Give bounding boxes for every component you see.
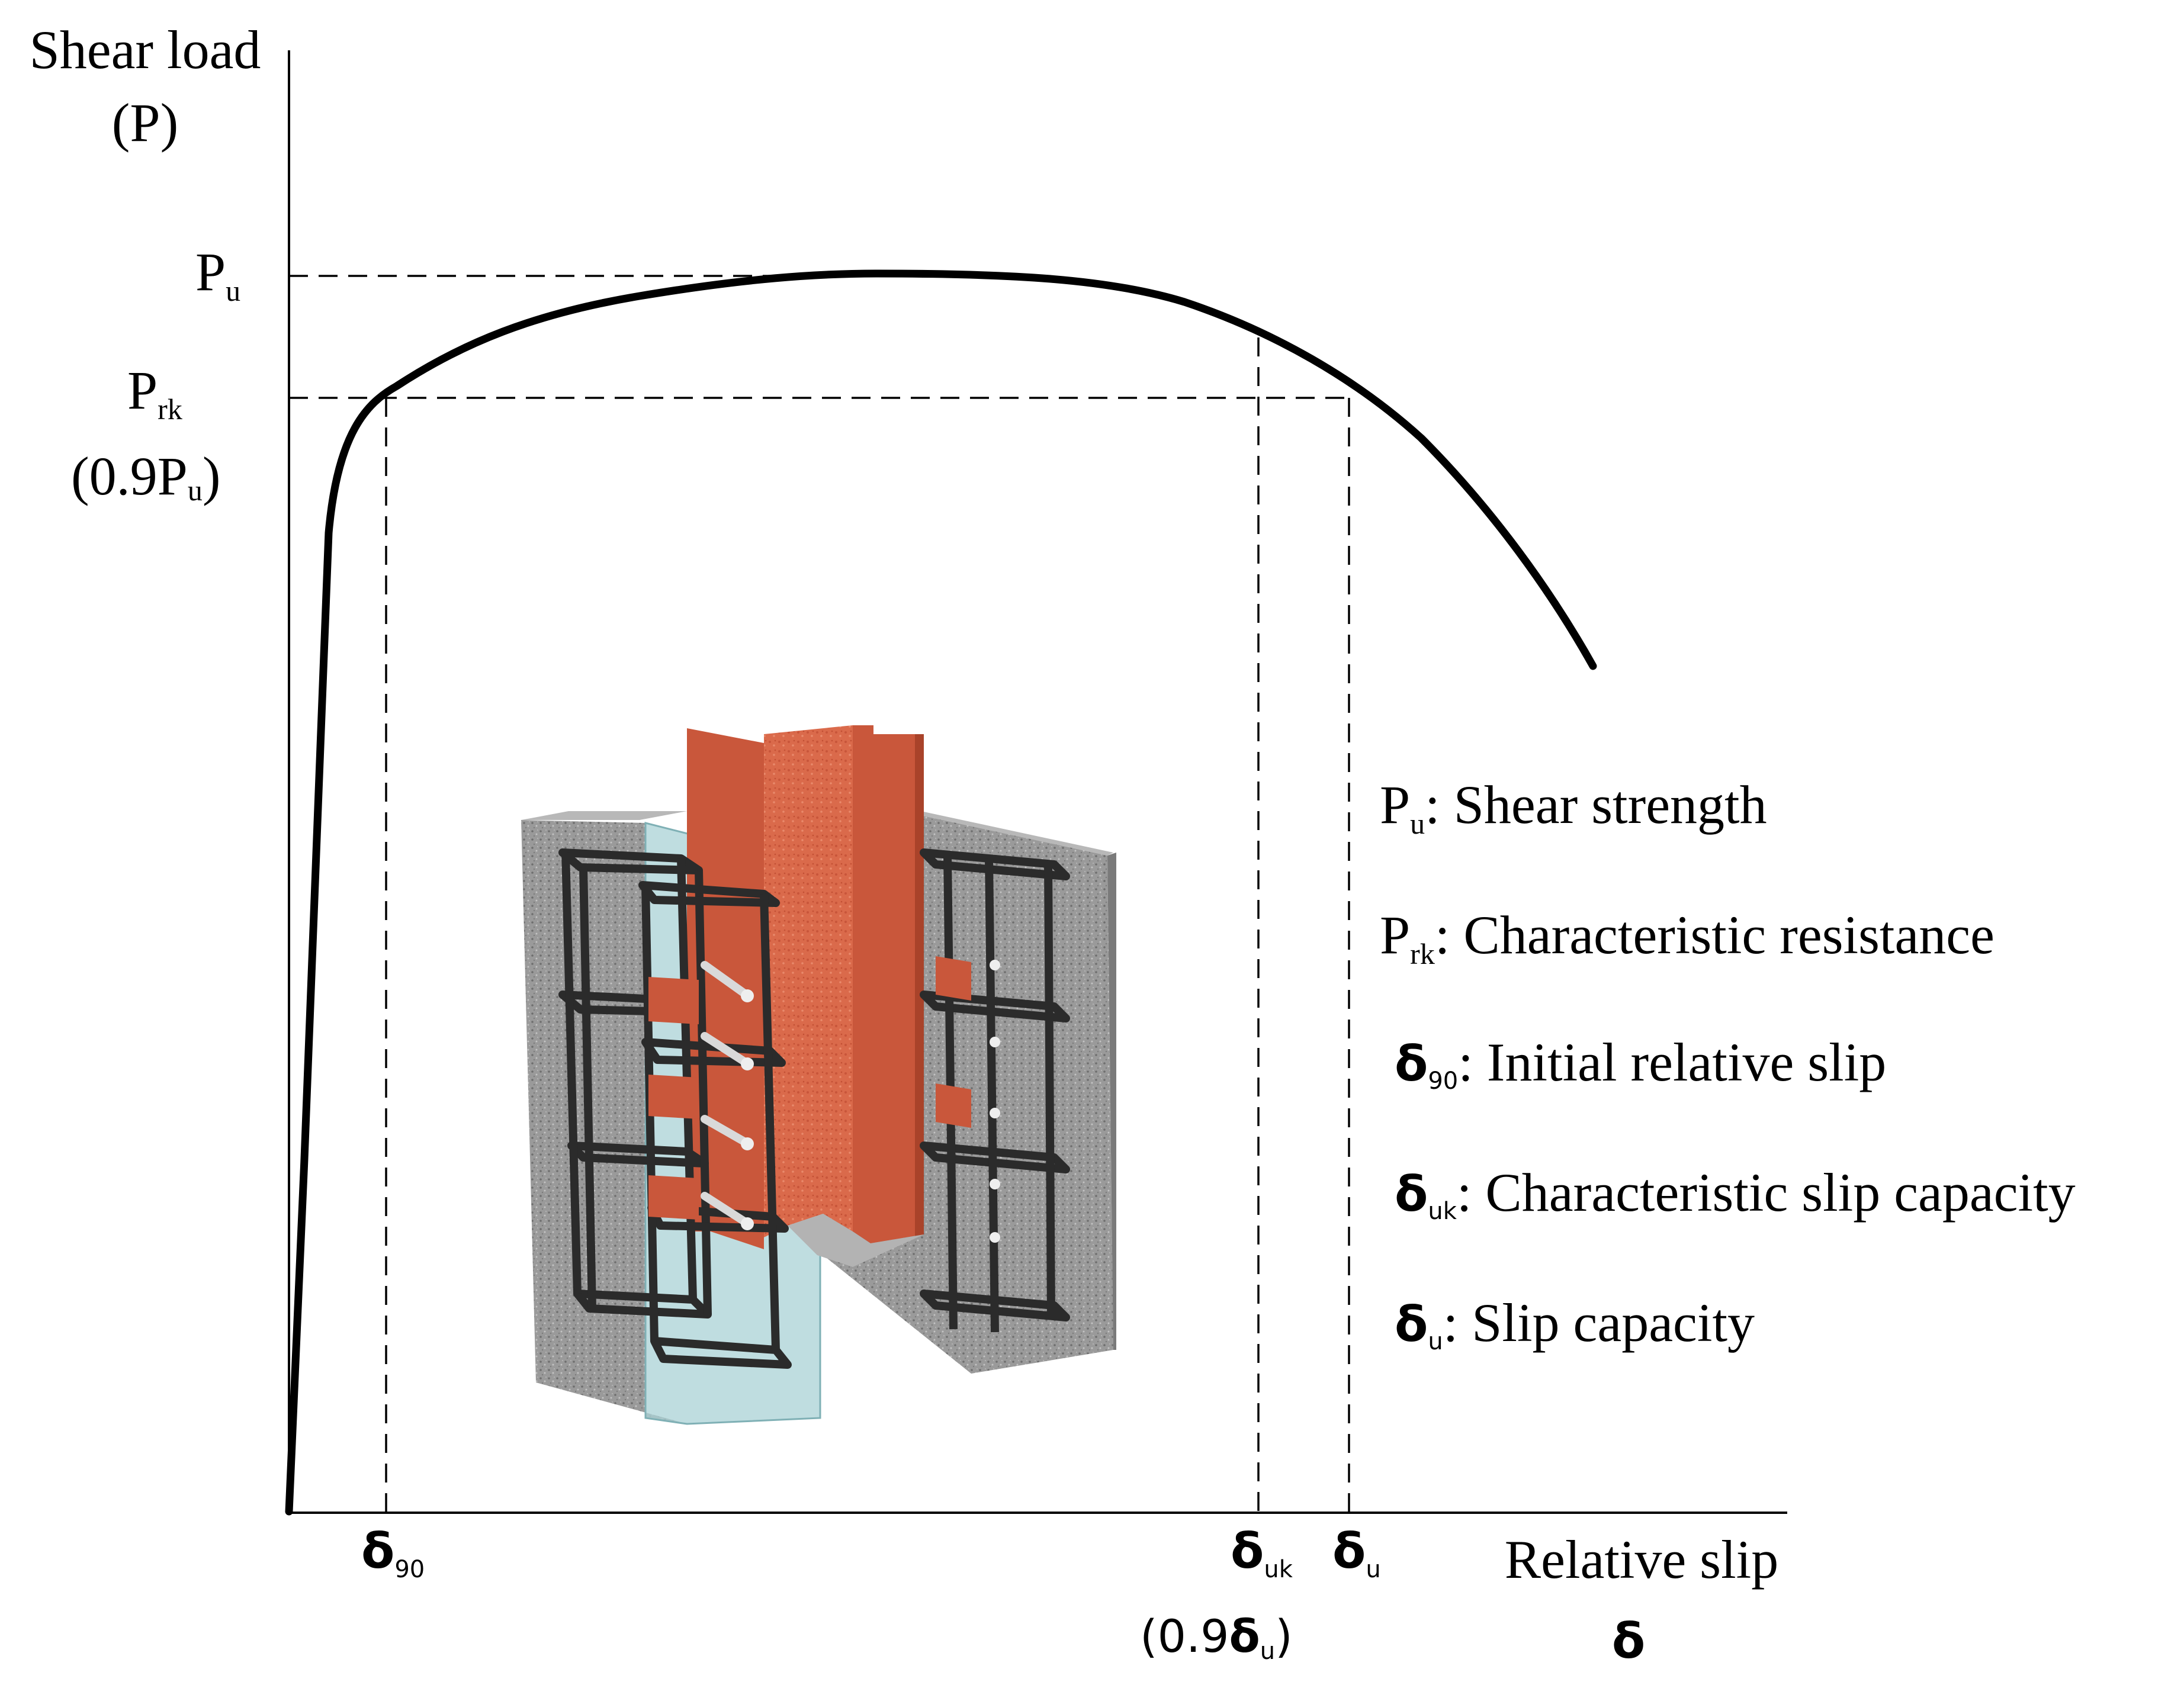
right-rebar-cage (920, 848, 1070, 1333)
steel-flange-right-edge (915, 734, 924, 1237)
steel-flange-right (853, 725, 924, 1243)
legend-item-prk: Prk: Characteristic resistance (1380, 905, 1994, 970)
legend-pu-sub: u (1410, 807, 1425, 840)
push-out-specimen (521, 725, 1116, 1425)
legend-duk-sub: uk (1428, 1198, 1457, 1225)
legend-item-d90: δ90: Initial relative slip (1395, 1032, 1886, 1095)
legend-prk-symbol: P (1380, 905, 1410, 965)
duk-note-close: ) (1275, 1610, 1293, 1663)
prk-note-open: (0.9P (71, 446, 188, 506)
legend-item-du: δu: Slip capacity (1395, 1292, 1755, 1355)
left-slab-top (521, 811, 687, 820)
d90-label: δ90 (361, 1523, 425, 1583)
legend-duk-text: : Characteristic slip capacity (1457, 1162, 2076, 1223)
duk-note-main: δ (1229, 1610, 1260, 1663)
x-axis-label-line1: Relative slip (1505, 1529, 1778, 1590)
duk-sub: uk (1264, 1556, 1293, 1583)
right-shear-studs (936, 956, 1000, 1243)
d90-sub: 90 (394, 1556, 425, 1583)
right-slab-side (1107, 853, 1116, 1350)
x-axis-label-line2: δ (1612, 1613, 1645, 1670)
left-rebar-cage (558, 848, 792, 1369)
y-axis-label-line1: Shear load (30, 20, 261, 80)
prk-note-sub: u (188, 474, 203, 507)
pu-main: P (195, 242, 226, 302)
prk-note-close: ) (203, 446, 221, 506)
legend-du-text: : Slip capacity (1443, 1292, 1755, 1353)
steel-web (764, 725, 853, 1237)
prk-main: P (127, 360, 158, 420)
duk-label: δuk (1231, 1523, 1293, 1583)
load-slip-curve (285, 269, 1597, 1516)
prk-note-label: (0.9Pu) (71, 446, 220, 507)
legend-item-duk: δuk: Characteristic slip capacity (1395, 1162, 2076, 1225)
legend-d90-sub: 90 (1428, 1067, 1458, 1095)
legend-d90-text: : Initial relative slip (1458, 1032, 1886, 1092)
pu-sub: u (226, 274, 240, 307)
duk-main: δ (1231, 1523, 1264, 1580)
legend: Pu: Shear strength Prk: Characteristic r… (1380, 774, 2076, 1355)
duk-note-sub: u (1260, 1638, 1275, 1665)
legend-duk-symbol: δ (1395, 1166, 1428, 1223)
legend-prk-sub: rk (1410, 937, 1435, 970)
guide-lines (289, 275, 1350, 1513)
legend-item-pu: Pu: Shear strength (1380, 774, 1767, 840)
pu-label: Pu (195, 242, 240, 307)
legend-prk-text: : Characteristic resistance (1435, 905, 1994, 965)
legend-d90-symbol: δ (1395, 1036, 1428, 1092)
du-main: δ (1332, 1523, 1366, 1580)
left-shear-studs (648, 961, 754, 1230)
du-sub: u (1366, 1556, 1380, 1583)
prk-sub: rk (158, 393, 182, 426)
duk-note-open: (0.9 (1140, 1610, 1229, 1663)
legend-du-symbol: δ (1395, 1297, 1428, 1353)
steel-base (788, 1214, 924, 1267)
prk-label: Prk (127, 360, 182, 426)
du-label: δu (1332, 1523, 1381, 1583)
legend-pu-text: : Shear strength (1425, 774, 1767, 835)
legend-du-sub: u (1428, 1328, 1443, 1355)
right-slab-top (915, 811, 1113, 856)
d90-main: δ (361, 1523, 394, 1580)
y-axis-label-line2: (P) (112, 92, 178, 153)
duk-note-label: (0.9δu) (1140, 1610, 1293, 1665)
legend-pu-symbol: P (1380, 774, 1410, 835)
